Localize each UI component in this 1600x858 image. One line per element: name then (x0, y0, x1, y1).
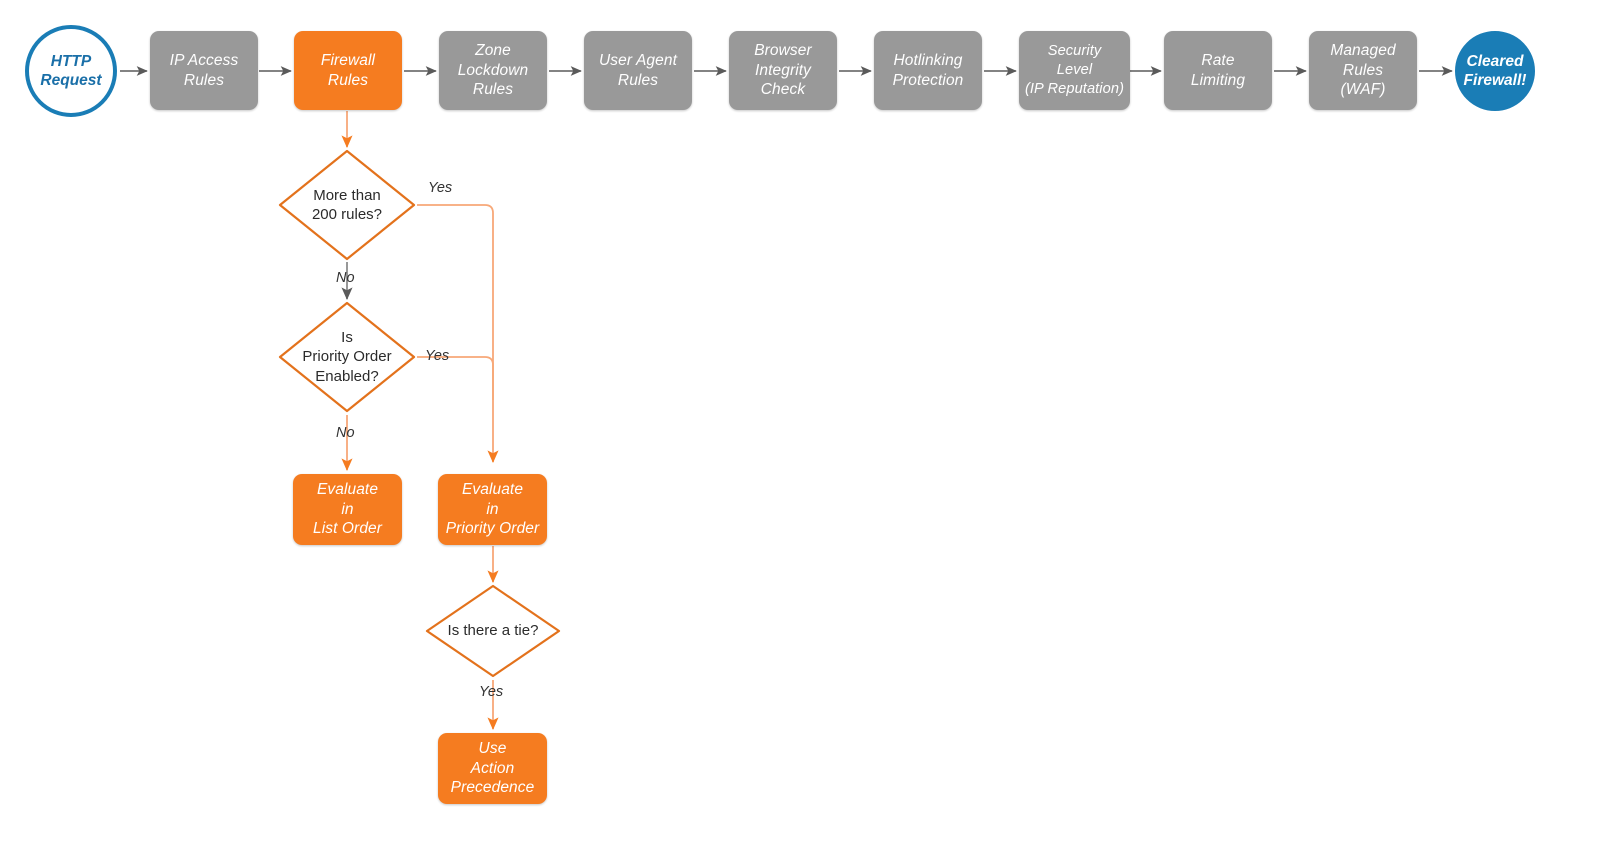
diamond-shape (425, 584, 561, 678)
edge-label-more-than-200-yes: Yes (428, 180, 453, 196)
step-security-level[interactable]: Security Level (IP Reputation) (1019, 31, 1130, 110)
edge-label-tie-yes: Yes (479, 684, 504, 700)
step-zone-lockdown-rules[interactable]: Zone Lockdown Rules (439, 31, 547, 110)
step-label: Browser Integrity Check (754, 41, 812, 99)
edge-label-priority-order-yes: Yes (425, 348, 450, 364)
step-rate-limiting[interactable]: Rate Limiting (1164, 31, 1272, 110)
outcome-label: Use Action Precedence (450, 739, 535, 797)
decision-label: Is Priority Order Enabled? (302, 328, 392, 385)
outcome-evaluate-in-list-order[interactable]: Evaluate in List Order (293, 474, 402, 545)
decision-more-than-200-rules[interactable]: More than 200 rules? (277, 148, 417, 262)
diamond-shape (278, 149, 416, 261)
step-label: Zone Lockdown Rules (457, 41, 529, 99)
outcome-label: Evaluate in List Order (312, 480, 383, 538)
start-node-http-request[interactable]: HTTP Request (25, 25, 117, 117)
step-firewall-rules[interactable]: Firewall Rules (294, 31, 402, 110)
end-node-label: Cleared Firewall! (1463, 52, 1527, 89)
step-label: User Agent Rules (599, 51, 677, 89)
step-ip-access-rules[interactable]: IP Access Rules (150, 31, 258, 110)
start-node-label: HTTP Request (40, 52, 102, 89)
step-label: IP Access Rules (169, 51, 239, 89)
step-label: Rate Limiting (1190, 51, 1246, 89)
step-browser-integrity-check[interactable]: Browser Integrity Check (729, 31, 837, 110)
step-label: Managed Rules (WAF) (1330, 41, 1396, 99)
step-user-agent-rules[interactable]: User Agent Rules (584, 31, 692, 110)
step-label: Hotlinking Protection (892, 51, 964, 89)
diamond-shape (278, 301, 416, 413)
outcome-evaluate-in-priority-order[interactable]: Evaluate in Priority Order (438, 474, 547, 545)
decision-is-there-a-tie[interactable]: Is there a tie? (424, 583, 562, 679)
decision-is-priority-order-enabled[interactable]: Is Priority Order Enabled? (277, 300, 417, 414)
end-node-cleared-firewall[interactable]: Cleared Firewall! (1455, 31, 1535, 111)
step-label: Security Level (IP Reputation) (1024, 43, 1125, 97)
step-hotlinking-protection[interactable]: Hotlinking Protection (874, 31, 982, 110)
decision-label: Is there a tie? (447, 622, 539, 640)
step-label: Firewall Rules (320, 51, 376, 89)
outcome-use-action-precedence[interactable]: Use Action Precedence (438, 733, 547, 804)
decision-label: More than 200 rules? (311, 186, 383, 224)
step-managed-rules-waf[interactable]: Managed Rules (WAF) (1309, 31, 1417, 110)
edge-label-priority-order-no: No (336, 425, 355, 441)
edge-label-more-than-200-no: No (336, 270, 355, 286)
outcome-label: Evaluate in Priority Order (445, 480, 540, 538)
